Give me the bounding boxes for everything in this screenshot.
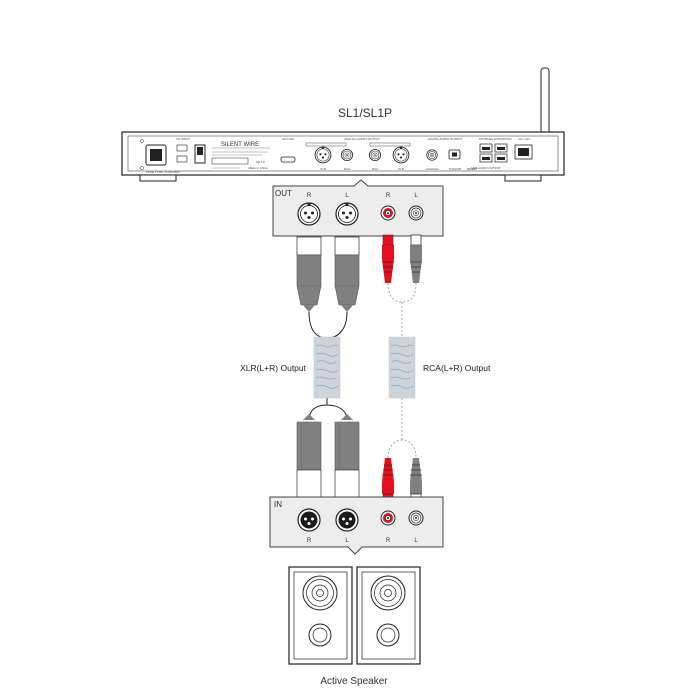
brand-label: SILENT WIRE xyxy=(221,142,259,148)
usb-ports-icon xyxy=(479,143,508,163)
rca-output-label: RCA(L+R) Output xyxy=(423,363,491,373)
in-panel: IN R L R L xyxy=(269,496,444,555)
bottom-xlr-plug-left xyxy=(334,414,360,498)
lan-label: DC LAN xyxy=(518,137,529,141)
out-rca-right-label: R xyxy=(386,193,391,199)
device-xlr-right-tag: XLR xyxy=(320,167,327,171)
cd-link-label: CD LINK xyxy=(282,137,294,141)
xlr-output-label: XLR(L+R) Output xyxy=(240,363,307,373)
top-xlr-plug-left xyxy=(334,236,360,312)
device-rca-right-icon xyxy=(340,148,354,162)
device-xlr-left-tag: XLR xyxy=(398,167,405,171)
speaker-left-woofer-icon xyxy=(302,575,338,611)
in-xlr-right-label: R xyxy=(307,538,312,544)
device-rca-right-tag: RCA xyxy=(344,167,350,171)
out-rca-right-jack xyxy=(380,205,396,221)
top-rca-plug-red xyxy=(382,234,394,283)
rca-signal-box xyxy=(388,336,416,399)
digital-output-label: DIGITAL AUDIO OUTPUT xyxy=(428,137,463,141)
xlr-cable-top xyxy=(308,311,348,339)
in-xlr-left-socket xyxy=(335,508,359,532)
rca-cable-top xyxy=(387,282,417,303)
speaker-left xyxy=(288,566,353,665)
xlr-cable-bottom xyxy=(308,404,348,421)
out-panel-title: OUT xyxy=(275,189,292,198)
device-xlr-right-icon xyxy=(314,146,332,164)
device-rca-left-tag: RCA xyxy=(372,167,378,171)
speaker-right-tweeter-icon xyxy=(376,623,400,647)
out-rca-left-jack xyxy=(408,205,424,221)
device-rear-panel: AC INPUT FUSE TYPE: T1.6A/250V SILENT WI… xyxy=(121,131,565,182)
ac-input-label: AC INPUT xyxy=(176,137,190,141)
out-xlr-left-socket xyxy=(335,201,359,226)
reset-tag: RESET xyxy=(467,167,477,171)
out-xlr-right-socket xyxy=(297,201,321,226)
usb-audio-tag: USB AUDIO OUTPUT xyxy=(471,166,501,170)
out-rca-left-label: L xyxy=(414,193,418,199)
in-rca-left-label: L xyxy=(414,538,418,544)
xlr-signal-box xyxy=(313,336,341,399)
in-rca-left-jack xyxy=(408,510,424,526)
bottom-xlr-plug-right xyxy=(296,414,322,498)
rca-cable-bottom xyxy=(387,439,417,459)
in-xlr-right-socket xyxy=(297,508,321,532)
bottom-rca-plug-gray xyxy=(410,458,422,503)
device-foot-right xyxy=(504,174,542,182)
svg-text:CE FC: CE FC xyxy=(256,160,266,164)
device-rca-left-icon xyxy=(368,148,382,162)
speaker-label: Active Speaker xyxy=(320,676,388,687)
out-xlr-left-label: L xyxy=(345,193,349,199)
out-panel: OUT R L R L xyxy=(272,179,444,237)
coaxial-jack-icon xyxy=(426,149,438,161)
ethernet-port-icon xyxy=(514,144,533,160)
bottom-rca-plug-red xyxy=(382,458,394,503)
toslink-tag: TOSLINK xyxy=(449,167,462,171)
storage-label: STORAGE EXPANSION xyxy=(479,137,512,141)
in-rca-right-label: R xyxy=(386,538,391,544)
speaker-left-tweeter-icon xyxy=(308,623,332,647)
cd-link-port-icon xyxy=(280,156,296,163)
out-xlr-right-label: R xyxy=(307,193,312,199)
made-in-label: Made in China xyxy=(248,166,268,170)
speaker-right xyxy=(356,566,421,665)
coaxial-tag: COAXIAL xyxy=(425,167,438,171)
speaker-right-woofer-icon xyxy=(370,575,406,611)
fuse-label: FUSE TYPE: T1.6A/250V xyxy=(146,170,180,174)
in-rca-right-jack xyxy=(380,510,396,526)
top-xlr-plug-right xyxy=(296,236,322,312)
top-rca-plug-gray xyxy=(410,234,422,283)
in-panel-title: IN xyxy=(274,500,282,509)
device-model-title: SL1/SL1P xyxy=(338,106,392,120)
in-xlr-left-label: L xyxy=(345,538,349,544)
device-xlr-left-icon xyxy=(392,146,410,164)
analog-output-label: ANALOG AUDIO OUTPUT xyxy=(344,137,380,141)
device-foot-left xyxy=(139,174,177,182)
